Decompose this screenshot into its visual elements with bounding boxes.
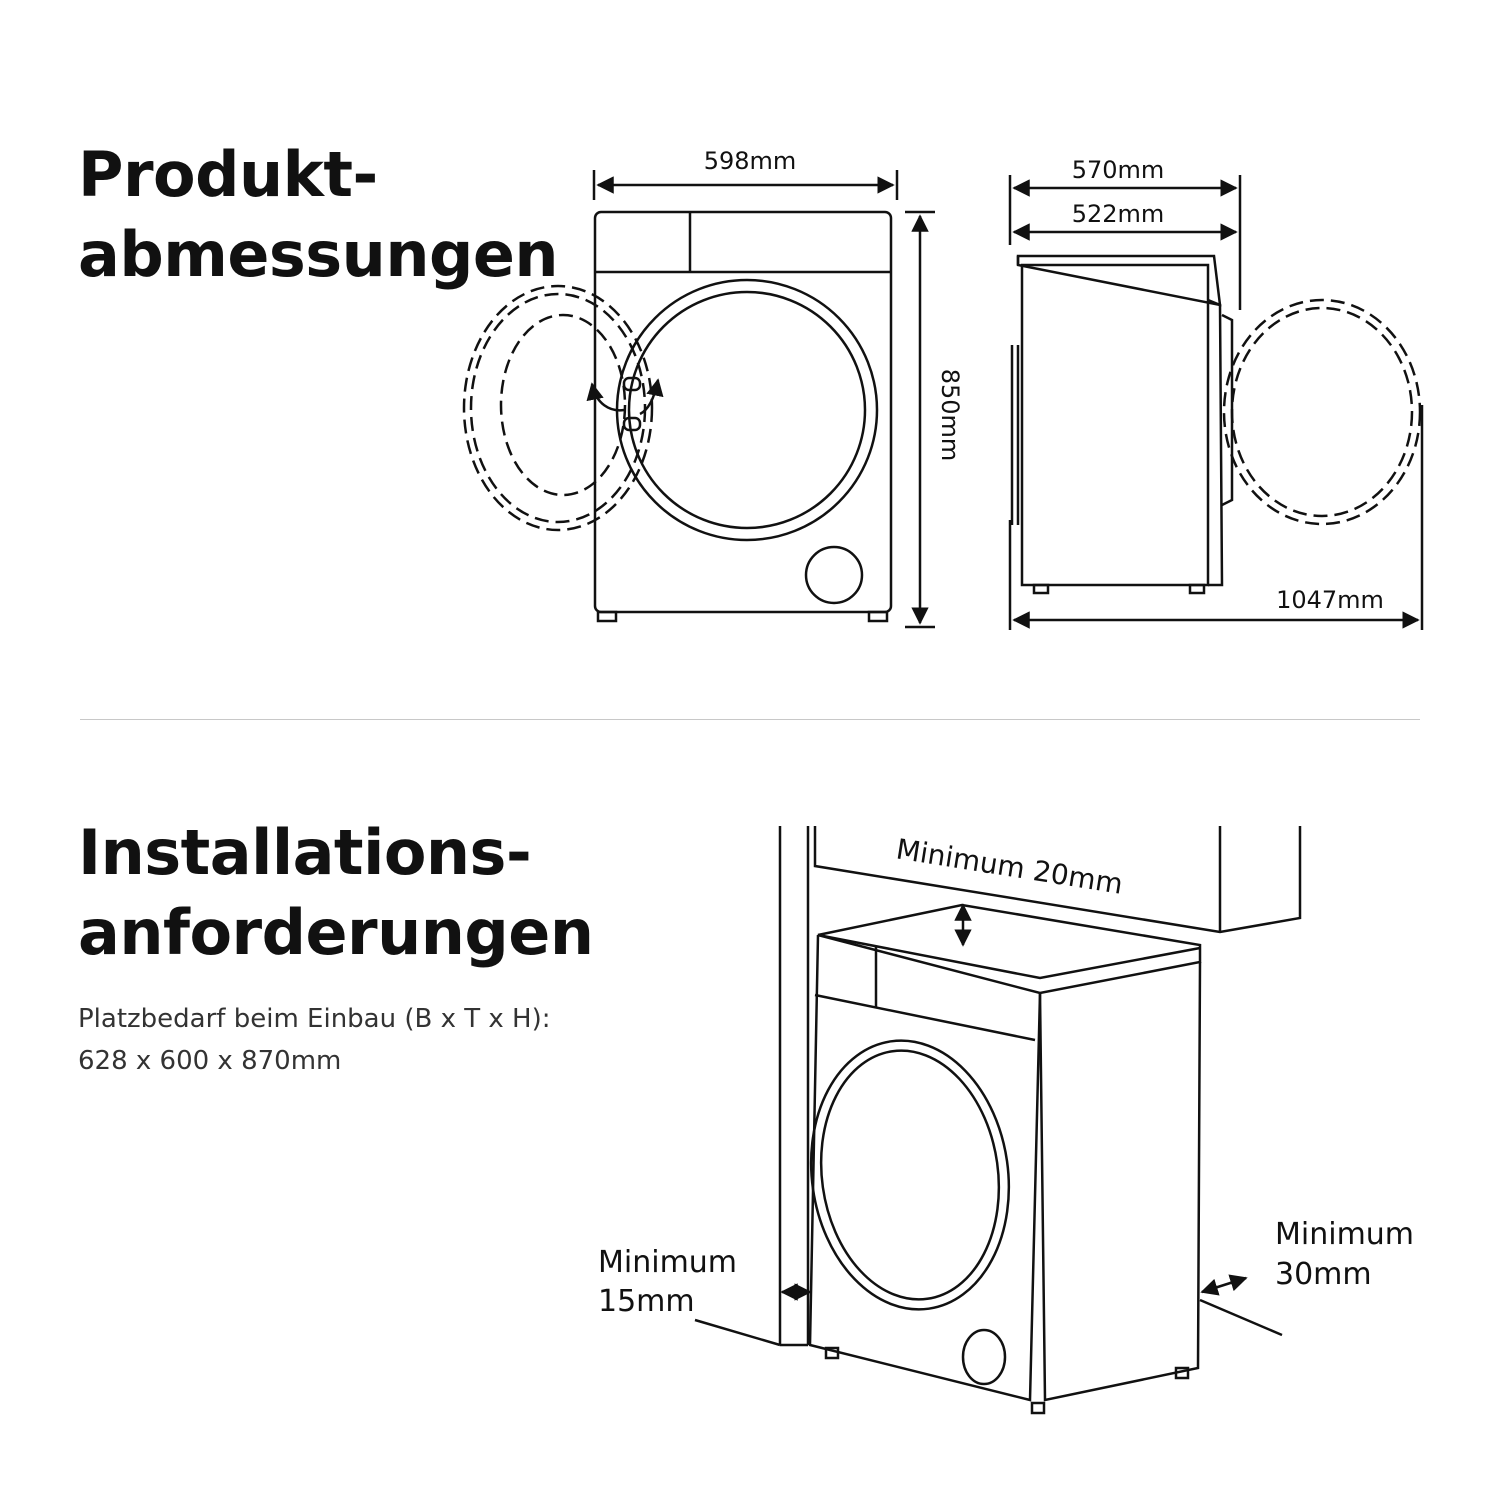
top-clearance-label: Minimum 20mm: [894, 832, 1125, 900]
heading-line-1: Installations-: [78, 816, 532, 889]
side-depth-body-label: 522mm: [1072, 200, 1165, 228]
space-requirement-value: 628 x 600 x 870mm: [78, 1046, 342, 1076]
space-requirement-text: Platzbedarf beim Einbau (B x T x H): 628…: [78, 998, 551, 1082]
heading-line-1: Produkt-: [78, 138, 378, 211]
right-clearance-line1: Minimum: [1275, 1217, 1414, 1252]
door-open-depth-label: 1047mm: [1276, 586, 1384, 614]
installation-drawing: [694, 826, 1302, 1415]
front-width-label: 598mm: [704, 147, 797, 175]
left-clearance-line2: 15mm: [598, 1284, 695, 1319]
right-clearance-line2: 30mm: [1275, 1257, 1372, 1292]
heading-product-dimensions: Produkt- abmessungen: [78, 135, 559, 295]
left-clearance-line1: Minimum: [598, 1245, 737, 1280]
heading-line-2: abmessungen: [78, 218, 559, 291]
front-view-drawing: [462, 170, 935, 629]
heading-installation-requirements: Installations- anforderungen: [78, 813, 594, 973]
side-view-drawing: [1008, 175, 1424, 630]
section-divider: [80, 719, 1420, 720]
heading-line-2: anforderungen: [78, 896, 594, 969]
space-requirement-label: Platzbedarf beim Einbau (B x T x H):: [78, 1004, 551, 1034]
side-depth-total-label: 570mm: [1072, 156, 1165, 184]
height-label: 850mm: [936, 369, 964, 462]
